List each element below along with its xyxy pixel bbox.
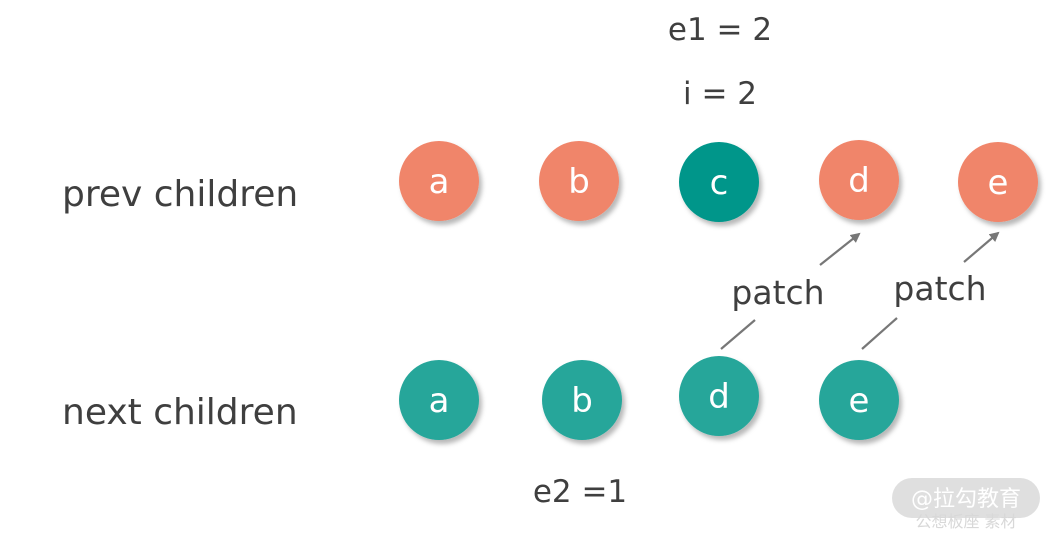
prev-node-c: c [679, 142, 759, 222]
prev-children-row: a b c d e [399, 140, 1038, 222]
i-label: i = 2 [683, 76, 757, 112]
next-node-d-circle [679, 356, 759, 436]
next-node-e-label: e [849, 381, 870, 421]
next-node-b-circle [542, 360, 622, 440]
prev-node-c-label: c [710, 163, 729, 203]
next-node-e: e [819, 360, 899, 440]
prev-node-d-circle [819, 140, 899, 220]
prev-node-b-circle [539, 141, 619, 221]
next-node-b: b [542, 360, 622, 440]
patch-label-e: patch [893, 269, 986, 308]
next-node-a-label: a [429, 381, 450, 421]
e1-label: e1 = 2 [668, 12, 772, 48]
prev-node-c-circle [679, 142, 759, 222]
watermark: @拉勾教育 公想板座 素材 [892, 478, 1040, 531]
prev-node-b-label: b [568, 162, 590, 202]
next-node-e-circle [819, 360, 899, 440]
prev-node-e-circle [958, 142, 1038, 222]
watermark-subtext: 公想板座 素材 [915, 512, 1016, 531]
prev-node-d: d [819, 140, 899, 220]
patch-label-d: patch [731, 273, 824, 312]
next-node-a: a [399, 360, 479, 440]
prev-node-b: b [539, 141, 619, 221]
patch-arrow-e-head [963, 231, 1000, 263]
prev-node-e: e [958, 142, 1038, 222]
prev-node-a: a [399, 141, 479, 221]
watermark-text: @拉勾教育 [911, 487, 1021, 512]
prev-node-a-label: a [429, 162, 450, 202]
prev-node-d-label: d [848, 161, 870, 201]
next-node-b-label: b [571, 381, 593, 421]
patch-arrow-d-tail [720, 319, 756, 350]
patch-arrow-d [720, 232, 861, 350]
next-node-d: d [679, 356, 759, 436]
next-children-row: a b d e [399, 356, 899, 440]
prev-children-label: prev children [62, 174, 298, 215]
patch-arrow-e-tail [861, 317, 898, 350]
next-node-a-circle [399, 360, 479, 440]
watermark-pill [892, 478, 1040, 518]
patch-arrow-d-head [819, 232, 861, 266]
next-node-d-label: d [708, 377, 730, 417]
next-children-label: next children [62, 392, 298, 433]
e2-label: e2 =1 [533, 474, 627, 510]
patch-arrow-e [861, 231, 1000, 350]
prev-node-a-circle [399, 141, 479, 221]
prev-node-e-label: e [988, 163, 1009, 203]
